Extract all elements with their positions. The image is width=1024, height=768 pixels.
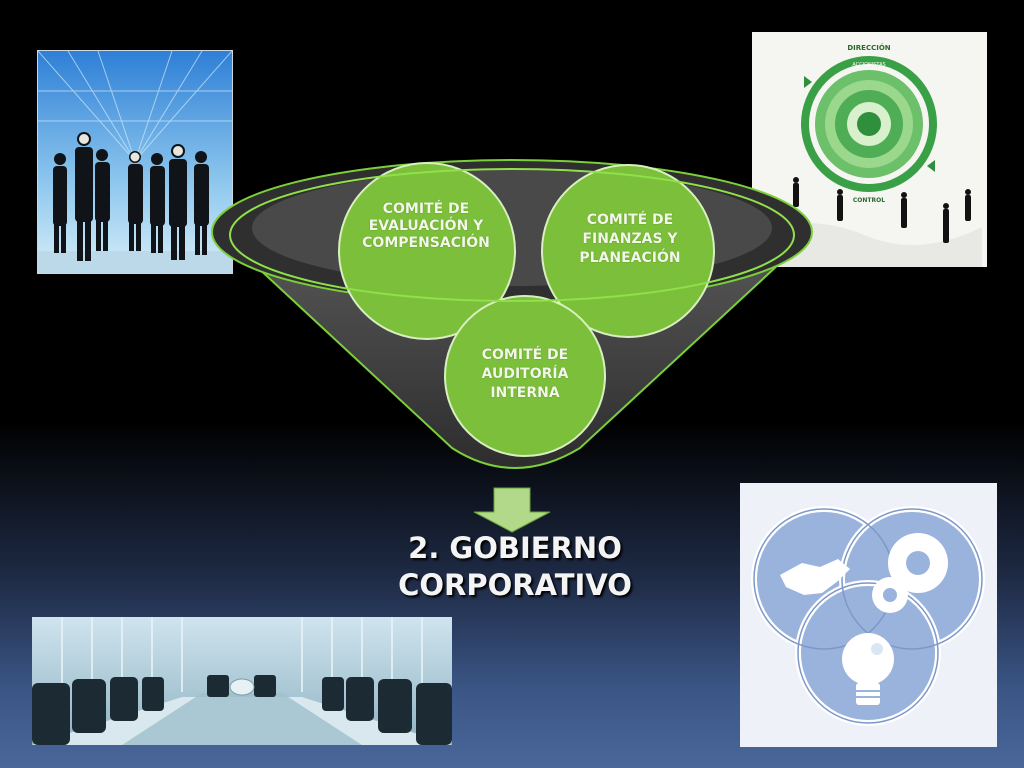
gear-icon [872, 533, 948, 613]
committee-evaluacion-label: COMITÉ DE EVALUACIÓN Y COMPENSACIÓN [362, 201, 490, 251]
slide-title: 2. GOBIERNO CORPORATIVO [398, 531, 632, 602]
node-finanzas [541, 164, 715, 338]
collaboration-emblem-illustration [740, 483, 997, 747]
boardroom-illustration [32, 617, 452, 745]
committee-auditoria-label: COMITÉ DE AUDITORÍA INTERNA [481, 347, 569, 401]
node-auditoria [444, 295, 606, 457]
boardroom-photo [32, 617, 452, 745]
lightbulb-icon [842, 633, 894, 705]
handshake-icon [780, 559, 850, 595]
collaboration-emblem-image [740, 483, 997, 747]
funnel-front-rim [229, 168, 795, 302]
down-arrow-icon [473, 487, 551, 533]
accionistas-label: ACCIONISTAS [852, 62, 885, 68]
control-label: CONTROL [853, 197, 885, 204]
governance-cycle-illustration: DIRECCIÓN ACCIONISTAS CONTROL [752, 32, 987, 267]
direccion-label: DIRECCIÓN [847, 43, 890, 52]
node-evaluacion [338, 162, 516, 340]
business-people-illustration [38, 51, 232, 273]
business-people-photo [37, 50, 233, 274]
committee-finanzas-label: COMITÉ DE FINANZAS Y PLANEACIÓN [579, 212, 681, 266]
